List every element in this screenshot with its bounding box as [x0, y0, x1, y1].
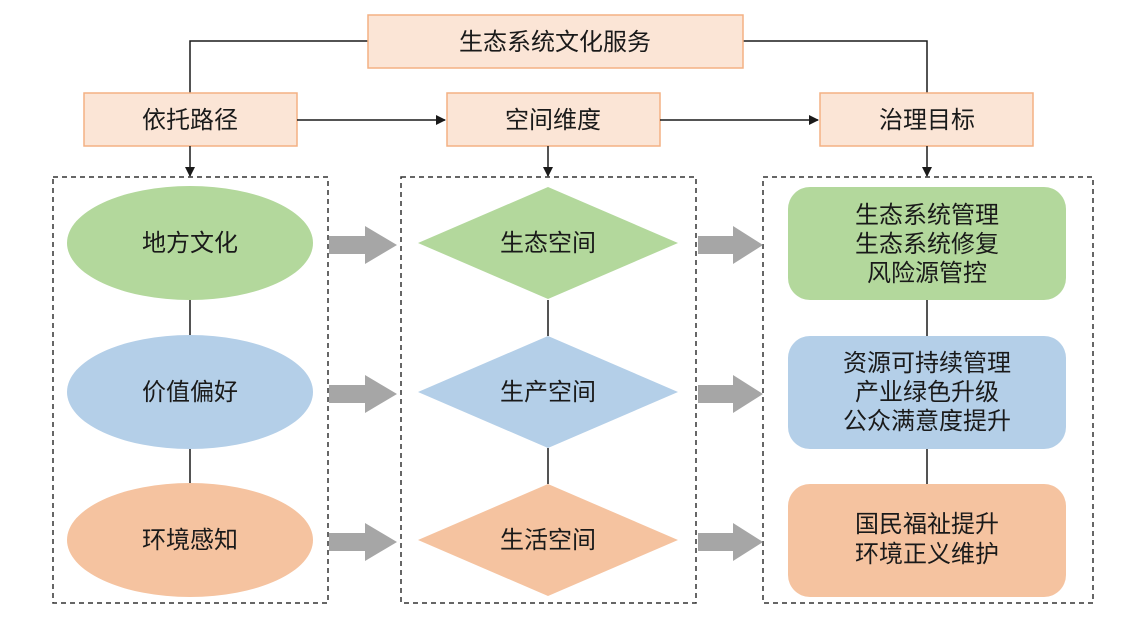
goal-line: 国民福祉提升: [855, 510, 999, 538]
pathway-label: 价值偏好: [142, 378, 238, 406]
header-pathway: 依托路径: [83, 92, 298, 147]
block-arrow-space-to-goal-3: [698, 523, 763, 561]
panel-pathways: [52, 176, 329, 604]
connector-top-left: [189, 40, 368, 93]
header-goal: 治理目标: [819, 92, 1034, 147]
space-ecological: 生态空间: [418, 187, 678, 299]
pathway-value-preference: 价值偏好: [67, 335, 313, 449]
space-label: 生产空间: [500, 378, 596, 406]
goal-line: 环境正义维护: [855, 540, 999, 568]
top-box: 生态系统文化服务: [367, 14, 744, 69]
goal-line: 公众满意度提升: [843, 407, 1011, 435]
block-arrow-pathway-to-space-1: [329, 226, 397, 264]
space-living: 生活空间: [418, 484, 678, 596]
header-space-label: 空间维度: [505, 106, 601, 134]
goal-line: 资源可持续管理: [843, 349, 1011, 377]
pathway-label: 环境感知: [142, 526, 238, 554]
pathway-label: 地方文化: [142, 229, 238, 257]
space-production: 生产空间: [418, 336, 678, 448]
goal-line: 风险源管控: [867, 259, 987, 287]
pathway-environment-perception: 环境感知: [67, 483, 313, 597]
pathway-local-culture: 地方文化: [67, 186, 313, 300]
goal-line: 生态系统管理: [855, 201, 999, 229]
block-arrow-pathway-to-space-3: [329, 523, 397, 561]
panel-goals: [762, 176, 1094, 604]
header-goal-label: 治理目标: [879, 106, 975, 134]
goal-production: 资源可持续管理 产业绿色升级 公众满意度提升: [788, 336, 1066, 449]
block-arrow-pathway-to-space-2: [329, 375, 397, 413]
header-pathway-label: 依托路径: [142, 106, 238, 134]
block-arrow-space-to-goal-1: [698, 226, 763, 264]
top-box-label: 生态系统文化服务: [459, 28, 651, 56]
space-label: 生活空间: [500, 526, 596, 554]
goal-line: 生态系统修复: [855, 230, 999, 258]
connector-top-right: [743, 40, 928, 93]
panel-spaces: [400, 176, 697, 604]
header-space: 空间维度: [446, 92, 661, 147]
goal-line: 产业绿色升级: [855, 378, 999, 406]
space-label: 生态空间: [500, 229, 596, 257]
goal-ecological: 生态系统管理 生态系统修复 风险源管控: [788, 187, 1066, 300]
block-arrow-space-to-goal-2: [698, 375, 763, 413]
goal-living: 国民福祉提升 环境正义维护: [788, 484, 1066, 597]
